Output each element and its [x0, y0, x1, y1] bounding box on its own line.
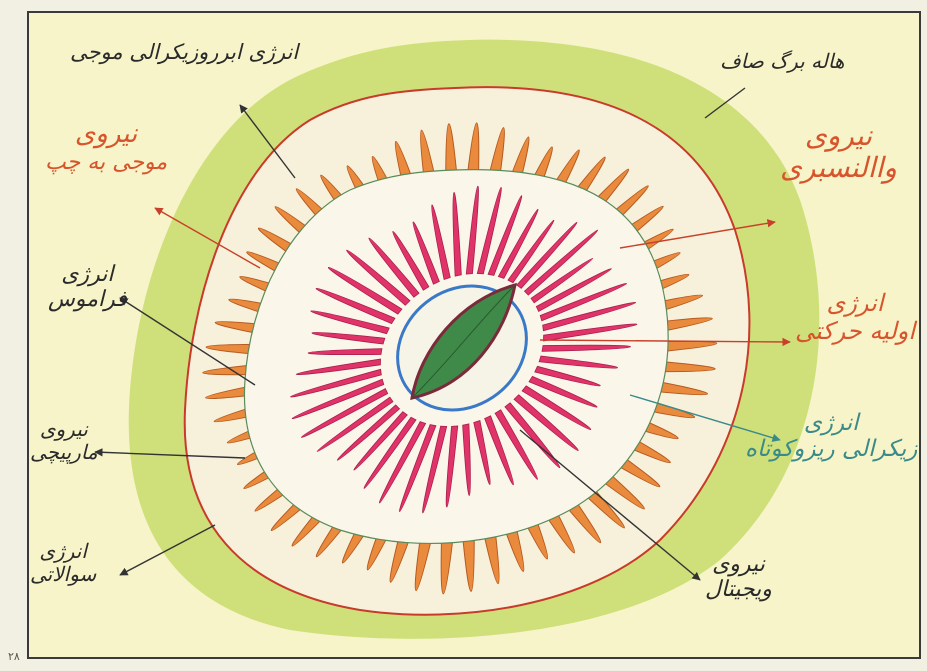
label-force-snake-line2: مارپیچی [30, 441, 98, 464]
label-energy-forgotten-line1: انرژی [48, 262, 127, 287]
page-number: ۲۸ [8, 650, 20, 663]
label-energy-forgotten-line2: فراموس [48, 287, 127, 312]
label-energy-lower: انرژی سوالاتی [30, 540, 96, 586]
label-energy-short-waves-line1: انرژی [745, 410, 917, 436]
label-energy-short-waves-line2: زیکرالی ریزوکوتاه [745, 436, 917, 462]
label-energy-primary-motion-line1: انرژی [795, 290, 915, 318]
label-force-flow: نیروی واالنسبری [780, 120, 897, 184]
label-force-flow-line2: واالنسبری [780, 152, 897, 184]
label-force-left-motion: نیروی موجی به چپ [45, 120, 167, 175]
label-force-snake: نیروی مارپیچی [30, 418, 98, 464]
label-force-left-motion-line1: نیروی [45, 120, 167, 150]
label-energy-short-waves: انرژی زیکرالی ریزوکوتاه [745, 410, 917, 463]
label-force-snake-line1: نیروی [30, 418, 98, 441]
label-force-vegetal-line1: نیروی [705, 552, 772, 577]
label-waveform-energy: انرژی ابرروزیکرالی موجی [70, 40, 298, 64]
label-force-flow-line1: نیروی [780, 120, 897, 152]
label-energy-lower-line2: سوالاتی [30, 563, 96, 586]
label-energy-primary-motion-line2: اولیه حرکتی [795, 318, 915, 346]
label-energy-lower-line1: انرژی [30, 540, 96, 563]
label-force-left-motion-line2: موجی به چپ [45, 150, 167, 175]
label-energy-primary-motion: انرژی اولیه حرکتی [795, 290, 915, 345]
label-clean-aura: هاله برگ صاف [720, 50, 844, 73]
label-force-vegetal-line2: ویجیتال [705, 577, 772, 602]
label-energy-forgotten: انرژی فراموس [48, 262, 127, 313]
label-force-vegetal: نیروی ویجیتال [705, 552, 772, 603]
